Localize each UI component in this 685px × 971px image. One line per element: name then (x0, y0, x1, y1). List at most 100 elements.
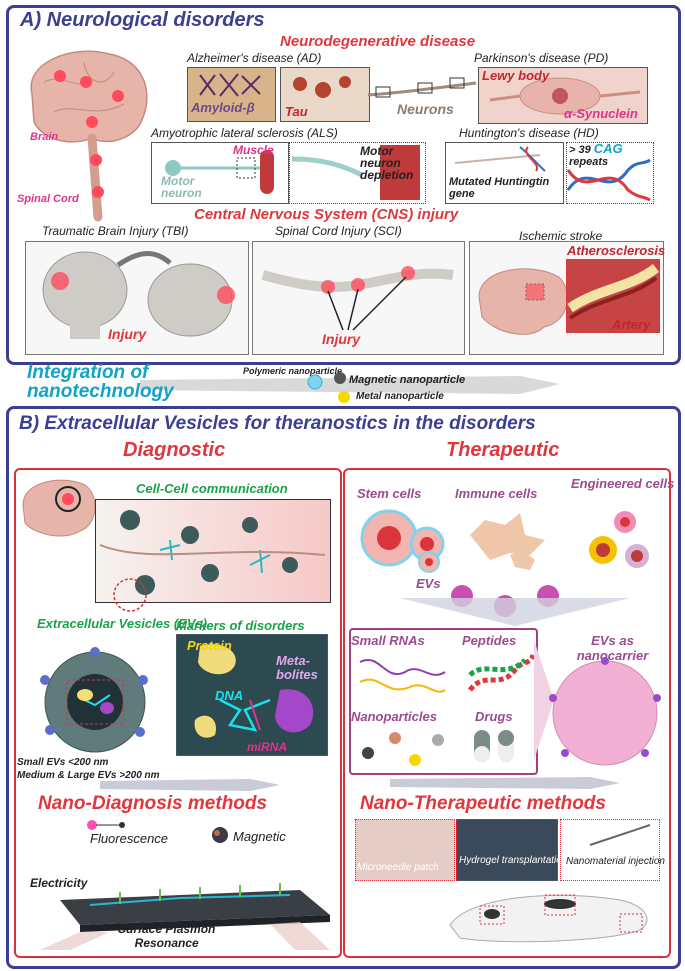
tbi-injury-label: Injury (108, 326, 147, 342)
hd-zoom-box (566, 142, 654, 204)
markers-illustration (194, 644, 314, 738)
ev-sphere (40, 647, 148, 753)
drugs-label: Drugs (475, 709, 513, 724)
tbi-skulls (42, 251, 235, 339)
immune-cells-label: Immune cells (455, 486, 538, 501)
neurons-label: Neurons (397, 101, 454, 117)
mouse-illustration (449, 894, 648, 943)
syringe-illustration (589, 824, 651, 846)
neuron-chain (367, 77, 477, 98)
metabolites-label: Meta-bolites (276, 653, 318, 682)
therapeutic-title: Therapeutic (446, 439, 560, 461)
mirna-label: miRNA (247, 740, 288, 754)
ev-nanocarrier-sphere (549, 657, 661, 766)
tbi-title: Traumatic Brain Injury (TBI) (42, 224, 189, 238)
engineered-cells-illustration (589, 511, 649, 568)
brain-spinal-illustration (30, 50, 148, 222)
diagnostic-title: Diagnostic (123, 439, 226, 461)
dna-helix (566, 158, 651, 202)
microneedle-label: Microneedle patch (357, 862, 439, 873)
lewy-body-label: Lewy body (482, 68, 550, 83)
evs-label: EVs (416, 576, 441, 591)
hd-title: Huntington's disease (HD) (459, 126, 599, 140)
cns-injury-title: Central Nervous System (CNS) injury (194, 206, 459, 223)
ther-arrow (400, 598, 630, 626)
brain-label: Brain (30, 131, 59, 143)
atherosclerosis-label: Atherosclerosis (567, 243, 666, 258)
hd-box-left (445, 142, 564, 204)
synuclein-label: α-Synuclein (564, 106, 638, 121)
tau-tangles (293, 76, 351, 98)
hydrogel-box (456, 819, 558, 881)
panel-a-title: A) Neurological disorders (20, 9, 265, 31)
muscle-label: Muscle (233, 143, 274, 157)
injection-label: Nanomaterial injection (566, 856, 665, 867)
motor-neuron-depletion-label: Motor neuron depletion (360, 144, 414, 182)
stroke-brain (478, 268, 568, 335)
fluorescence-icon (87, 820, 125, 830)
evs-title: Extracellular Vesicles (EVs) (37, 616, 208, 631)
motor-neuron-label: Motor neuron (161, 174, 202, 200)
small-evs-label: Small EVs <200 nm (17, 757, 109, 768)
motor-neuron-depletion-illustration (291, 145, 420, 200)
als-title: Amyotrophic lateral sclerosis (ALS) (151, 126, 338, 140)
immune-cells-illustration (470, 513, 545, 570)
integration-arrow (140, 376, 560, 394)
tau-label: Tau (285, 104, 308, 119)
dna-label: DNA (215, 688, 244, 703)
engineered-cells-label: Engineered cells (571, 476, 675, 491)
spine-illustration (261, 266, 454, 331)
protein-label: Protein (187, 638, 232, 653)
magnetic-label: Magnetic (233, 829, 286, 844)
polymeric-label: Polymeric nanoparticle (243, 366, 343, 376)
sci-title: Spinal Cord Injury (SCI) (275, 224, 402, 238)
nanocarrier-arrow (534, 640, 554, 760)
sci-box (252, 241, 465, 355)
hydrogel-label: Hydrogel transplantation (459, 855, 568, 866)
sensor-chip (40, 883, 330, 950)
amyloid-label: Amyloid-β (191, 100, 255, 115)
magnetic-np-label: Magnetic nanoparticle (349, 374, 466, 386)
pd-title: Parkinson's disease (PD) (474, 51, 609, 65)
amyloid-plaque (199, 73, 261, 97)
ther-arrow-2 (390, 777, 620, 789)
nano-diagnosis-title: Nano-Diagnosis methods (38, 793, 268, 814)
artery-plaque (567, 263, 660, 320)
peptides-label: Peptides (462, 633, 517, 648)
mutated-gene-label: Mutated Huntingtin gene (449, 176, 550, 200)
cell-communication-illustration (99, 510, 326, 595)
stroke-title: Ischemic stroke (519, 229, 603, 243)
neurodegenerative-title: Neurodegenerative disease (280, 33, 476, 50)
electricity-label: Electricity (30, 876, 88, 890)
therapeutic-panel (343, 468, 671, 958)
small-rnas-illustration (359, 659, 446, 693)
spinal-cord-label: Spinal Cord (17, 193, 79, 205)
diagnostic-panel (14, 468, 342, 958)
nanoparticles-illustration (362, 732, 444, 766)
artery-label: Artery (612, 317, 651, 332)
lewy-body-neuron (489, 77, 641, 115)
nano-therapeutic-title: Nano-Therapeutic methods (360, 793, 606, 814)
magnetic-icon (212, 827, 228, 843)
metal-np-label: Metal nanoparticle (356, 391, 444, 402)
motor-neuron-illustration (165, 150, 274, 194)
cag-label: CAG (593, 141, 623, 156)
hd-neuron-illustration (454, 146, 546, 172)
microneedle-box (355, 819, 455, 881)
drugs-illustration (474, 730, 514, 762)
stem-cells-illustration (360, 509, 445, 573)
fluorescence-label: Fluorescence (90, 831, 169, 846)
cell-communication-label: Cell-Cell communication (136, 481, 288, 496)
panel-b-title: B) Extracellular Vesicles for theranosti… (19, 413, 536, 434)
large-evs-label: Medium & Large EVs >200 nm (17, 770, 160, 781)
ev-callout-circle (113, 578, 147, 612)
ad-title: Alzheimer's disease (AD) (187, 51, 322, 65)
markers-title: Markers of disorders (176, 618, 305, 633)
diag-brain (22, 479, 96, 537)
injection-box (560, 819, 660, 881)
diag-arrow (100, 779, 280, 791)
evs-nanocarrier-label: EVs as nanocarrier (576, 633, 649, 663)
